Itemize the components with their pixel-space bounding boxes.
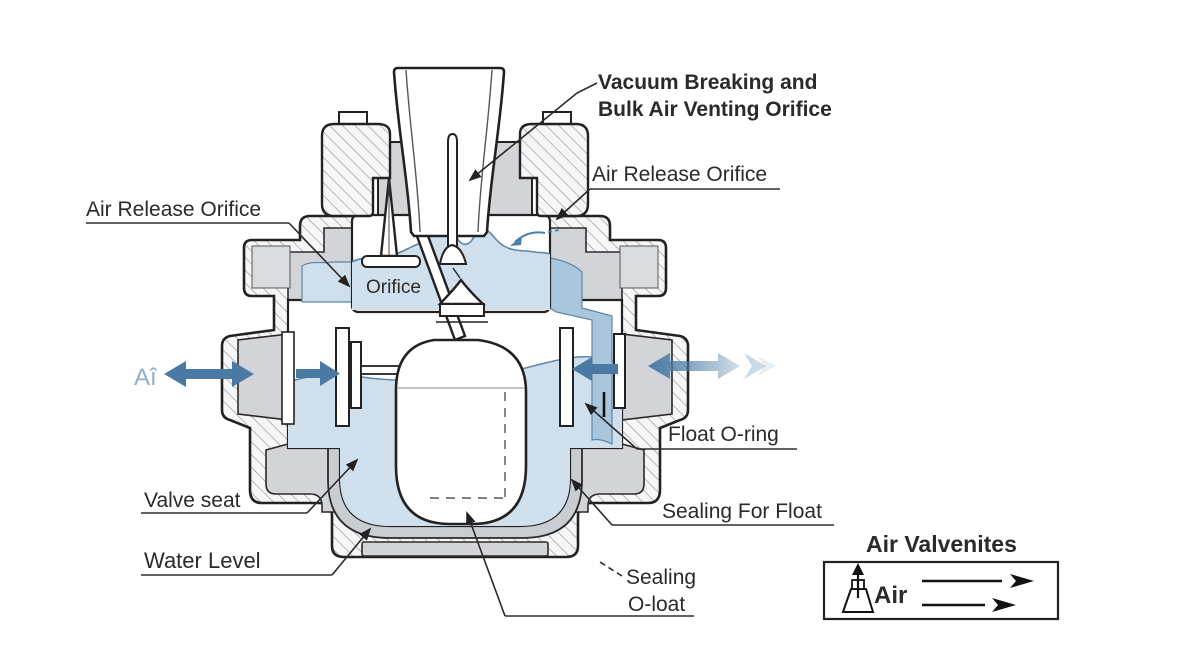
vent-arrow-dash: [547, 229, 561, 233]
left-inner-flow-arrow: [296, 361, 340, 386]
leader-sealing-elbow: [599, 561, 623, 577]
funnel-inner-lines: [405, 69, 493, 233]
label-orifice: Orifice: [366, 277, 421, 298]
label-sealing-line1: Sealing: [626, 566, 696, 589]
right-channel-water: [549, 257, 613, 445]
leader-sealing-for-float: [570, 478, 613, 526]
float-collar: [439, 303, 485, 317]
right-flow-faded-chevron: [744, 353, 766, 379]
legend-air-label: Air: [874, 582, 907, 609]
leader-vacuum: [468, 82, 598, 182]
left-guide-rod: [360, 365, 400, 375]
pin-plug: [438, 243, 468, 265]
orifice-chamber-water: [352, 226, 550, 310]
right-top-flange: [518, 122, 590, 218]
orifice-water-surface: [351, 225, 551, 263]
center-pin: [447, 132, 458, 263]
legend-arrow-top-head: [1010, 574, 1034, 588]
label-vacuum-line2: Bulk Air Venting Orifice: [598, 98, 832, 121]
legend-valve-icon: [841, 588, 875, 613]
left-wing-cavity: [251, 245, 291, 289]
right-wing-cavity: [619, 245, 659, 289]
leader-float-oring: [584, 402, 638, 450]
right-inner-flow-arrow: [572, 357, 618, 381]
orifice-plate: [361, 255, 421, 268]
left-wall-insert: [281, 331, 295, 425]
leader-valve-seat: [306, 458, 359, 514]
left-top-flange: [320, 122, 392, 218]
label-air-release-left: Air Release Orifice: [86, 198, 261, 221]
float-body: [394, 338, 528, 526]
leader-sealing-oloat: [466, 511, 506, 617]
label-sealing-line2: O-loat: [628, 593, 685, 616]
right-guide-plate: [559, 327, 574, 427]
legend-title: Air Valvenites: [866, 531, 1017, 557]
left-guide-plate-small: [350, 341, 362, 409]
leader-air-release-right: [555, 188, 591, 221]
left-guide-plate: [335, 327, 350, 427]
legend-arrow-bottom-head: [992, 598, 1016, 612]
label-water-level: Water Level: [144, 548, 261, 573]
label-air-release-right: Air Release Orifice: [592, 163, 767, 186]
base-strip: [361, 541, 549, 557]
leader-water-level: [331, 527, 372, 576]
label-float-oring: Float O-ring: [668, 423, 779, 446]
pin-stem: [452, 267, 461, 279]
label-valve-seat: Valve seat: [144, 489, 241, 512]
left-flow-double-arrow: [164, 361, 254, 387]
label-sealing-for-float: Sealing For Float: [662, 500, 822, 523]
label-air-left: Aî: [134, 364, 158, 391]
legend-valve-arrowhead: [852, 563, 864, 575]
right-flow-faded-chevron2: [758, 356, 776, 376]
vent-curved-arrowhead: [510, 236, 522, 246]
leader-air-release-left: [288, 222, 351, 288]
label-vacuum-line1: Vacuum Breaking and: [598, 71, 817, 94]
right-flow-double-arrow: [648, 353, 740, 379]
